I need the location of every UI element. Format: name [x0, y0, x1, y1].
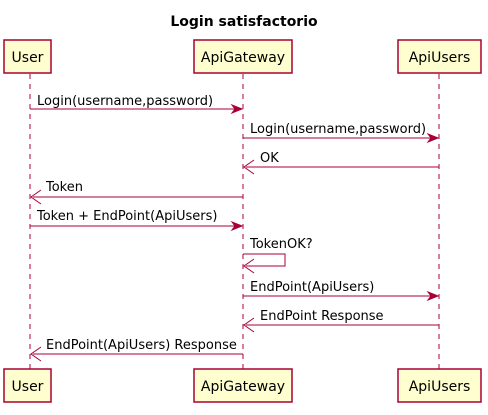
message-1: Login(username,password)	[30, 94, 244, 115]
message-6-self: TokenOK?	[243, 237, 313, 274]
arrow-head	[243, 317, 255, 333]
arrow-head	[30, 346, 42, 362]
message-label: EndPoint(ApiUsers)	[250, 280, 374, 295]
message-5: Token + EndPoint(ApiUsers)	[30, 209, 244, 232]
participant-user-top: User	[3, 39, 52, 74]
participant-user-bottom: User	[3, 368, 52, 403]
participant-apiusers-top: ApiUsers	[397, 39, 482, 74]
participant-label: User	[12, 50, 44, 66]
participant-gateway-top: ApiGateway	[193, 39, 293, 74]
participant-label: ApiGateway	[201, 379, 285, 395]
participant-gateway-bottom: ApiGateway	[193, 368, 293, 403]
participant-label: ApiUsers	[409, 50, 471, 66]
arrow-head	[30, 189, 42, 205]
message-label: OK	[260, 151, 279, 166]
arrow-head	[426, 290, 440, 302]
message-7: EndPoint(ApiUsers)	[243, 280, 440, 302]
message-label: Token + EndPoint(ApiUsers)	[36, 209, 217, 224]
message-9: EndPoint(ApiUsers) Response	[30, 338, 243, 362]
message-label: Login(username,password)	[250, 122, 426, 137]
message-2: Login(username,password)	[243, 122, 440, 144]
participant-label: User	[12, 379, 44, 395]
message-label: Login(username,password)	[37, 94, 213, 109]
participant-apiusers-bottom: ApiUsers	[397, 368, 482, 403]
participant-label: ApiGateway	[201, 50, 285, 66]
message-label: Token	[45, 180, 83, 195]
message-label: TokenOK?	[249, 237, 313, 252]
arrow-head	[243, 159, 255, 175]
arrow-head	[230, 220, 244, 232]
message-3: OK	[243, 151, 439, 175]
message-4: Token	[30, 180, 243, 205]
message-label: EndPoint Response	[260, 309, 384, 324]
arrow-head	[230, 103, 244, 115]
arrow-head	[243, 258, 255, 274]
message-8: EndPoint Response	[243, 309, 439, 333]
diagram-title: Login satisfactorio	[170, 14, 318, 30]
message-label: EndPoint(ApiUsers) Response	[46, 338, 237, 353]
arrow-head	[426, 132, 440, 144]
participant-label: ApiUsers	[409, 379, 471, 395]
